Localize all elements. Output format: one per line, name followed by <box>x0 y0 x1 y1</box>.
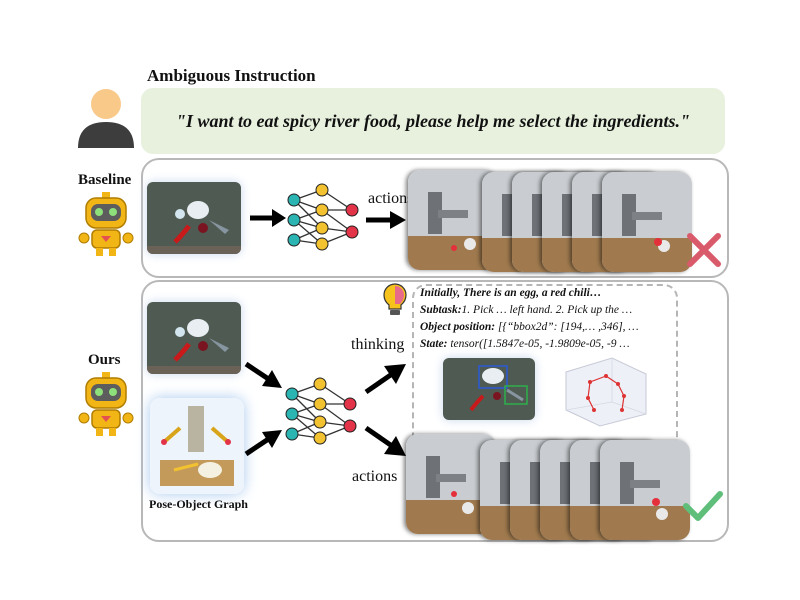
section-title: Ambiguous Instruction <box>147 66 316 85</box>
action-frames-sequence <box>408 162 698 272</box>
thinking-line-subtask: Subtask:1. Pick … left hand. 2. Pick up … <box>420 304 632 316</box>
thinking-line-initial: Initially, There is an egg, a red chili… <box>420 287 602 299</box>
ours-label: Ours <box>88 352 121 368</box>
arrow-right-icon <box>366 211 406 229</box>
pose-object-graph-label: Pose-Object Graph <box>149 497 248 511</box>
robot-frame <box>602 172 692 272</box>
object-detection-thumbnail <box>443 358 535 420</box>
green-check-icon <box>683 491 723 521</box>
instruction-bubble <box>141 88 725 154</box>
robot-icon <box>78 372 134 436</box>
arrow-up-right-icon <box>364 364 406 395</box>
arrow-down-right-icon <box>244 361 282 388</box>
pose-object-graph-image <box>150 398 244 494</box>
thinking-line-state: State: tensor([1.5847e-05, -1.9809e-05, … <box>420 338 630 350</box>
thinking-line-position: Object position: [{“bbox2d”: [194,… ,346… <box>420 321 639 333</box>
position-value: [{“bbox2d”: [194,… ,346], … <box>497 321 639 333</box>
red-cross-icon <box>687 233 721 267</box>
robot-icon <box>78 192 134 256</box>
state-key: State: <box>420 338 448 350</box>
neural-network-icon <box>287 183 359 251</box>
actions-label: actions <box>352 468 398 485</box>
neural-network-icon <box>285 377 357 445</box>
tabletop-photo <box>147 302 241 374</box>
arrow-down-right-icon <box>364 425 406 456</box>
thinking-label: thinking <box>351 336 405 353</box>
instruction-text: "I want to eat spicy river food, please … <box>176 110 690 131</box>
action-frames-sequence <box>406 430 698 540</box>
state-value: tensor([1.5847e-05, -1.9809e-05, -9 … <box>450 338 630 350</box>
tabletop-photo <box>147 182 241 254</box>
user-avatar-icon <box>78 89 134 148</box>
position-key: Object position: <box>420 321 496 333</box>
subtask-key: Subtask: <box>420 304 462 316</box>
pose-3d-plot-thumbnail <box>565 357 647 427</box>
baseline-label: Baseline <box>78 172 132 188</box>
robot-frame <box>600 440 690 540</box>
lightbulb-brain-icon <box>383 283 407 315</box>
subtask-value: 1. Pick … left hand. 2. Pick up the … <box>461 304 633 316</box>
actions-label: actions <box>368 190 414 207</box>
arrow-right-icon <box>250 209 286 227</box>
arrow-up-right-icon <box>244 430 282 457</box>
